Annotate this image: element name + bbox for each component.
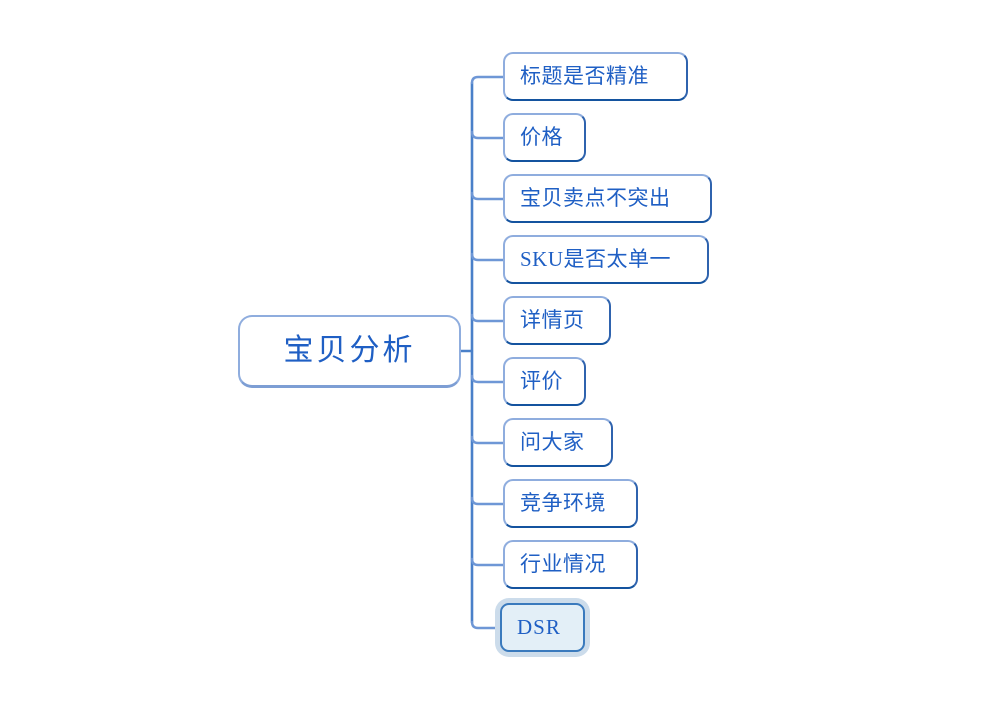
- child-node[interactable]: 评价: [503, 357, 586, 406]
- connector-elbow-2: [470, 130, 505, 140]
- child-node-label: SKU是否太单一: [520, 247, 672, 271]
- connector-elbow-8: [470, 496, 505, 506]
- child-node[interactable]: 问大家: [503, 418, 613, 467]
- child-node[interactable]: SKU是否太单一: [503, 235, 709, 284]
- child-node[interactable]: 行业情况: [503, 540, 638, 589]
- child-node[interactable]: 宝贝卖点不突出: [503, 174, 712, 223]
- child-node-label: 宝贝卖点不突出: [520, 186, 671, 210]
- child-node-label: 价格: [520, 125, 563, 149]
- child-node-selected[interactable]: DSR: [500, 603, 585, 652]
- root-node[interactable]: 宝贝分析: [238, 315, 461, 388]
- child-node[interactable]: 价格: [503, 113, 586, 162]
- connector-elbow-6: [470, 374, 505, 384]
- child-node-label: 详情页: [520, 308, 585, 332]
- child-node[interactable]: 详情页: [503, 296, 611, 345]
- child-node-label: 评价: [520, 369, 563, 393]
- child-node[interactable]: 标题是否精准: [503, 52, 688, 101]
- root-node-label: 宝贝分析: [283, 334, 416, 367]
- connector-elbow-4: [470, 252, 505, 262]
- connector-elbow-3: [470, 191, 505, 201]
- child-node-label: DSR: [517, 615, 561, 639]
- connector-elbow-9: [470, 557, 505, 567]
- child-node-label: 标题是否精准: [520, 64, 649, 88]
- connector-elbow-10: [470, 620, 502, 630]
- connector-elbow-5: [470, 313, 505, 323]
- child-node[interactable]: 竞争环境: [503, 479, 638, 528]
- connector-elbow-7: [470, 435, 505, 445]
- connector-elbow-1: [470, 75, 505, 85]
- child-node-label: 问大家: [520, 430, 585, 454]
- child-node-label: 行业情况: [520, 552, 606, 576]
- child-node-label: 竞争环境: [520, 491, 606, 515]
